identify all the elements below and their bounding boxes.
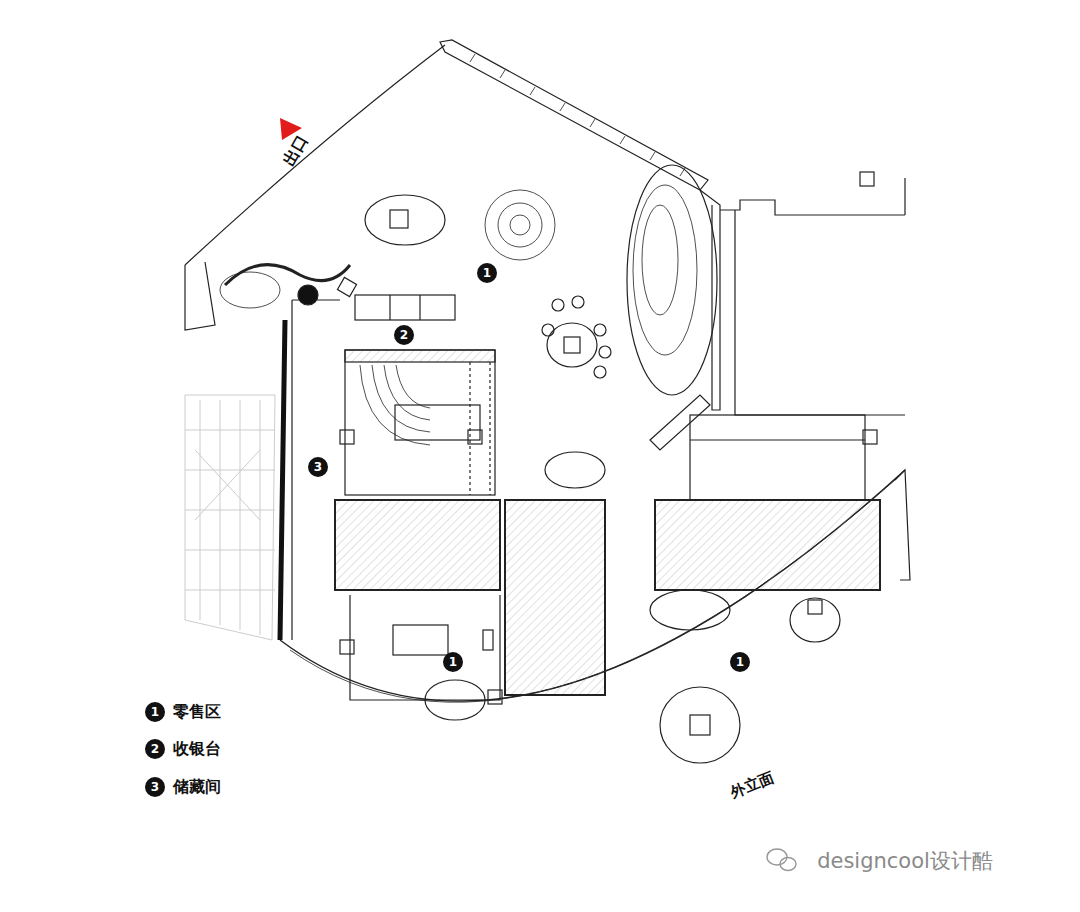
wall-block [655,500,880,590]
callout-number: 1 [443,652,463,672]
display [425,680,485,720]
callout-number: 2 [394,325,414,345]
legend-number: 2 [145,739,165,759]
display [650,590,730,630]
callout-text: 2 [151,743,159,755]
table [393,625,448,655]
legend-text: 零售区 [173,702,221,723]
callout-text: 1 [151,706,159,718]
facade-label: 外立面 [728,768,777,802]
cashier-counter [355,295,455,320]
facade-arc-inner [290,480,895,702]
outside-grid [185,395,275,640]
callout-text: 1 [736,656,744,668]
thick-wall [280,320,285,640]
column [860,172,874,186]
display [660,687,740,763]
exit-label: 出口 [279,131,313,169]
display [790,598,840,642]
wechat-icon [767,849,796,871]
window-wall [440,40,708,190]
legend-number: 1 [145,702,165,722]
curved-bench [225,265,350,285]
legend-text: 储藏间 [173,777,221,798]
callout-number: 3 [308,457,328,477]
wall-block [335,500,500,590]
exit-curve [185,45,445,265]
pillar [298,285,318,305]
legend-number: 3 [145,777,165,797]
legend-text: 收银台 [173,739,221,760]
display-wall [690,415,865,500]
corner-wall [185,262,215,330]
callout-text: 2 [400,329,408,341]
exit-display [365,195,445,245]
lattice-structure [627,165,717,395]
stair-block [345,350,495,495]
terrace-line [720,178,905,215]
display [545,452,605,488]
callout-text: 3 [314,461,322,473]
right-wall [700,190,720,410]
stair-landing [395,405,480,440]
inner-wall [292,300,340,640]
facade-arc [280,470,905,701]
wall-block [505,500,605,695]
terrace-edge [735,210,905,415]
watermark: designcool设计酷 [817,847,993,875]
small-room [350,595,500,700]
callout-text: 1 [483,267,491,279]
facade-end [895,470,910,580]
stair-piece [650,395,710,450]
callout-text: 3 [151,781,159,793]
round-table [485,190,555,260]
callout-text: 1 [449,656,457,668]
callout-number: 1 [477,263,497,283]
callout-number: 1 [730,652,750,672]
